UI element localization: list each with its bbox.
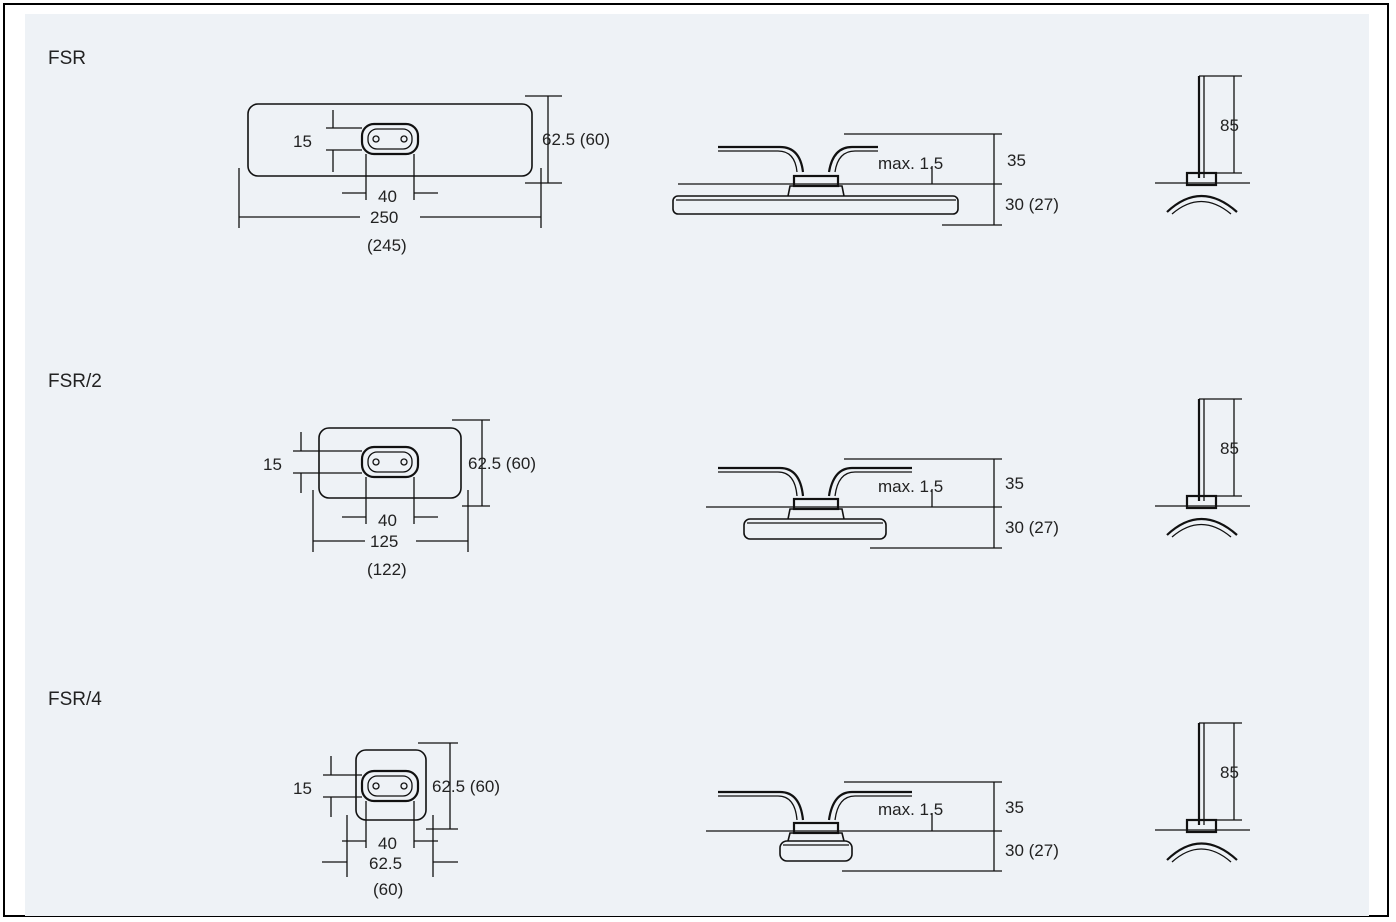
bolt-right [400,135,408,143]
end-clamp [1185,494,1218,510]
clamp-side [787,508,845,520]
clamp-block [792,497,840,511]
heater-body [779,840,853,862]
clamp-inner [367,451,413,473]
length-label: 250 [370,208,398,227]
end-saddle [1166,842,1238,861]
top-view: 15 62.5 (60) 40 125 (122) [263,419,536,579]
length-alt-label: (122) [367,560,407,579]
variant-fsr-2: FSR/2 15 62.5 (60) 40 125 [48,371,1250,579]
cable-right [827,145,878,173]
clamp-inner [367,128,413,150]
plate-height-label: 62.5 (60) [468,454,536,473]
cable-left [718,466,805,497]
clamp-side [787,185,845,197]
max-label: max. 1.5 [878,477,943,496]
height-label: 85 [1220,439,1239,458]
lower-dimension-label: 30 (27) [1005,195,1059,214]
bolt-left [372,458,380,466]
heater-body [672,195,959,215]
plate-height-label: 62.5 (60) [542,130,610,149]
cable-left [718,790,805,821]
height-label: 85 [1220,116,1239,135]
cable-left [718,145,805,173]
bolt-left [372,782,380,790]
end-saddle [1166,194,1238,213]
slot-height-label: 15 [263,455,282,474]
lower-dimension-label: 30 (27) [1005,841,1059,860]
cable-right [827,790,912,821]
clamp-side [787,832,845,842]
length-label: 62.5 [369,854,402,873]
lower-dimension-label: 30 (27) [1005,518,1059,537]
length-alt-label: (60) [373,880,403,899]
plate-outline [318,427,462,499]
variant-title: FSR [48,48,86,69]
clamp-outer [360,122,420,156]
top-view: 15 62.5 (60) 40 62.5 (60) [293,742,500,899]
max-label: max. 1.5 [878,154,943,173]
clamp-outer [360,769,420,803]
variant-fsr-4: FSR/4 15 62.5 (60) 40 62.5 [48,689,1250,899]
bolt-left [372,135,380,143]
end-view: 85 [1155,722,1250,863]
upper-dimension-label: 35 [1007,151,1026,170]
end-clamp [1185,171,1218,187]
slot-height-label: 15 [293,132,312,151]
clamp-outer [360,445,420,479]
variant-title: FSR/4 [48,689,102,710]
heater-body [743,518,887,540]
upper-dimension-label: 35 [1005,474,1024,493]
bolt-right [400,458,408,466]
upper-dimension-label: 35 [1005,798,1024,817]
clamp-block [792,174,840,188]
slot-height-label: 15 [293,779,312,798]
clamp-block [792,821,840,835]
end-saddle [1166,517,1238,536]
bolt-right [400,782,408,790]
variant-fsr: FSR 15 62.5 (60) 40 [48,48,1250,255]
length-label: 125 [370,532,398,551]
variant-title: FSR/2 [48,371,102,392]
top-view: 15 62.5 (60) 40 250 (245) [238,95,610,255]
drawing-panel [25,14,1369,916]
end-view: 85 [1155,398,1250,538]
plate-outline [247,103,533,177]
cable-right [827,466,912,497]
plate-outline [355,749,427,821]
slot-width-label: 40 [378,834,397,853]
max-label: max. 1.5 [878,800,943,819]
height-label: 85 [1220,763,1239,782]
slot-width-label: 40 [378,187,397,206]
side-view: max. 1.5 35 30 (27) [672,133,1059,226]
slot-width-label: 40 [378,511,397,530]
end-clamp [1185,818,1218,834]
side-view: max. 1.5 35 30 (27) [706,781,1059,872]
end-view: 85 [1155,75,1250,215]
plate-height-label: 62.5 (60) [432,777,500,796]
side-view: max. 1.5 35 30 (27) [706,458,1059,549]
clamp-inner [367,775,413,797]
length-alt-label: (245) [367,236,407,255]
